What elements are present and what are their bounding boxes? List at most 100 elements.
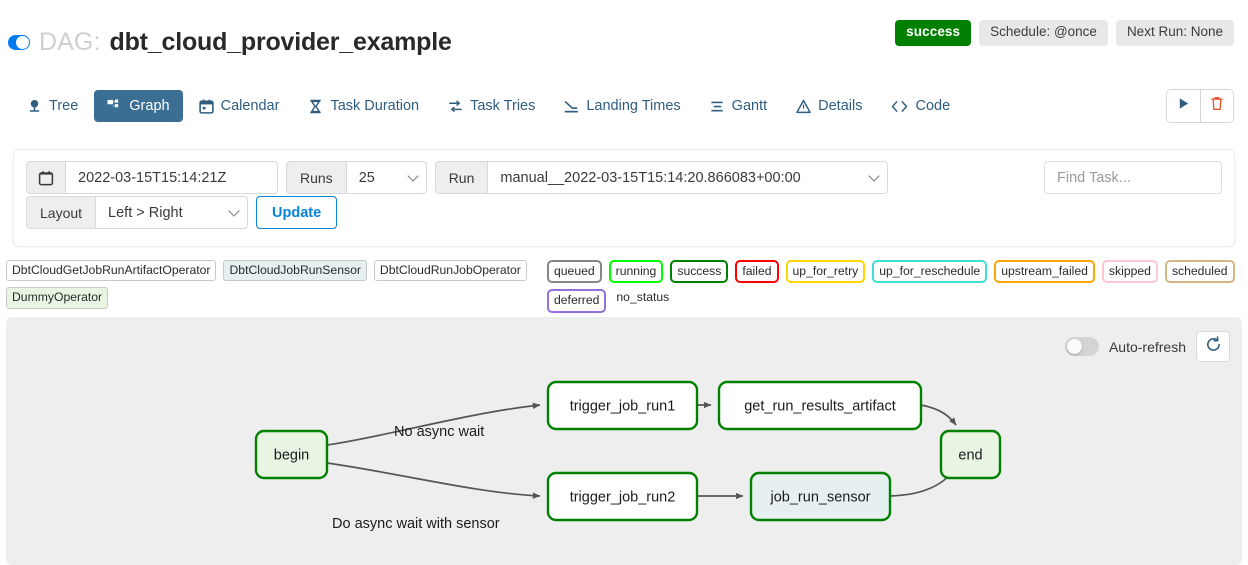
tab-tree[interactable]: Tree xyxy=(14,90,91,122)
legend-state-running[interactable]: running xyxy=(608,260,664,284)
legend-states: queued running success failed up_for_ret… xyxy=(547,260,1245,313)
tab-task-duration[interactable]: Task Duration xyxy=(295,90,432,122)
dag-graph[interactable]: No async wait Do async wait with sensor … xyxy=(6,317,1242,565)
edge-begin-to-trigger1 xyxy=(326,402,541,446)
page-header: DAG: dbt_cloud_provider_example success … xyxy=(0,0,1248,72)
tab-label: Calendar xyxy=(220,98,280,114)
node-trigger-job-run2[interactable]: trigger_job_run2 xyxy=(546,471,699,522)
node-get-run-results-artifact[interactable]: get_run_results_artifact xyxy=(717,380,923,431)
legend-operator[interactable]: DbtCloudGetJobRunArtifactOperator xyxy=(6,260,217,282)
auto-refresh-label: Auto-refresh xyxy=(1108,338,1186,355)
graph-canvas-panel: Auto-refresh xyxy=(6,317,1242,565)
tab-code[interactable]: Code xyxy=(878,90,963,122)
tree-icon xyxy=(27,99,42,114)
legend-state-up-for-reschedule[interactable]: up_for_reschedule xyxy=(872,260,988,284)
update-button[interactable]: Update xyxy=(256,196,338,229)
edge-artifact-to-end xyxy=(920,404,957,426)
node-end[interactable]: end xyxy=(939,429,1002,480)
node-label: trigger_job_run1 xyxy=(570,399,676,415)
node-label: get_run_results_artifact xyxy=(744,399,896,415)
legend-state-failed[interactable]: failed xyxy=(735,260,779,284)
tab-label: Details xyxy=(818,98,863,114)
base-date-input[interactable]: 2022-03-15T15:14:21Z xyxy=(66,161,278,194)
legend-operator[interactable]: DummyOperator xyxy=(6,287,109,309)
node-label: end xyxy=(958,448,982,464)
run-select[interactable]: manual__2022-03-15T15:14:20.866083+00:00 xyxy=(488,161,889,194)
tab-details[interactable]: Details xyxy=(783,90,875,122)
play-icon xyxy=(1177,97,1190,115)
trigger-dag-button[interactable] xyxy=(1167,90,1200,122)
tab-task-tries[interactable]: Task Tries xyxy=(435,90,548,122)
edge-label-no-async-wait: No async wait xyxy=(394,424,484,440)
legend-operator[interactable]: DbtCloudRunJobOperator xyxy=(373,260,527,282)
tab-label: Tree xyxy=(49,98,79,114)
dag-title: DAG: dbt_cloud_provider_example xyxy=(8,28,452,57)
legend-state-deferred[interactable]: deferred xyxy=(547,289,607,313)
legend: DbtCloudGetJobRunArtifactOperator DbtClo… xyxy=(0,256,1248,313)
base-date-group: 2022-03-15T15:14:21Z xyxy=(26,161,278,194)
page-title: dbt_cloud_provider_example xyxy=(109,28,452,56)
graph-nodes: begin trigger_job_run1 get_run_results_a… xyxy=(254,380,1002,522)
legend-state-skipped[interactable]: skipped xyxy=(1101,260,1158,284)
tab-calendar[interactable]: Calendar xyxy=(186,90,293,122)
legend-state-scheduled[interactable]: scheduled xyxy=(1164,260,1235,284)
runs-label: Runs xyxy=(286,161,347,194)
graph-edge-labels: No async wait Do async wait with sensor xyxy=(332,424,500,532)
dag-pause-toggle[interactable] xyxy=(8,35,30,50)
node-trigger-job-run1[interactable]: trigger_job_run1 xyxy=(546,380,699,431)
run-label: Run xyxy=(434,161,489,194)
tab-gantt[interactable]: Gantt xyxy=(697,90,780,122)
node-job-run-sensor[interactable]: job_run_sensor xyxy=(749,471,892,522)
runs-select[interactable]: 25 xyxy=(346,161,427,194)
tab-label: Task Tries xyxy=(470,98,536,114)
hourglass-icon xyxy=(308,99,323,114)
node-label: begin xyxy=(274,448,309,464)
tab-label: Code xyxy=(915,98,951,114)
tab-graph[interactable]: Graph xyxy=(94,90,183,122)
node-label: job_run_sensor xyxy=(770,490,871,506)
layout-label: Layout xyxy=(26,196,97,229)
schedule-badge[interactable]: Schedule: @once xyxy=(979,20,1108,46)
auto-refresh-toggle[interactable] xyxy=(1064,337,1099,356)
legend-state-upstream-failed[interactable]: upstream_failed xyxy=(994,260,1095,284)
tab-label: Graph xyxy=(129,98,170,114)
layout-group: Layout Left > Right xyxy=(26,196,249,229)
header-badges: success Schedule: @once Next Run: None xyxy=(895,20,1234,46)
retry-icon xyxy=(448,99,463,114)
legend-operators: DbtCloudGetJobRunArtifactOperator DbtClo… xyxy=(6,260,536,309)
refresh-icon xyxy=(1205,335,1222,358)
next-run-badge[interactable]: Next Run: None xyxy=(1115,20,1234,46)
legend-operator[interactable]: DbtCloudJobRunSensor xyxy=(223,260,367,282)
tab-label: Task Duration xyxy=(330,98,420,114)
calendar-icon[interactable] xyxy=(26,161,66,194)
edge-label-do-async-wait: Do async wait with sensor xyxy=(332,516,500,532)
graph-icon xyxy=(107,98,122,114)
filter-row-secondary: Layout Left > Right Update xyxy=(26,196,338,229)
legend-state-no-status: no_status xyxy=(616,290,670,305)
runs-group: Runs 25 xyxy=(286,161,427,194)
delete-dag-button[interactable] xyxy=(1200,90,1233,122)
view-tabs: Tree Graph Calendar Task Duration Task T xyxy=(0,82,1248,130)
node-begin[interactable]: begin xyxy=(254,429,329,480)
legend-state-queued[interactable]: queued xyxy=(547,260,602,284)
tab-landing-times[interactable]: Landing Times xyxy=(551,90,693,122)
tab-label: Gantt xyxy=(731,98,768,114)
tab-label: Landing Times xyxy=(586,98,681,114)
gantt-icon xyxy=(710,99,725,114)
run-group: Run manual__2022-03-15T15:14:20.866083+0… xyxy=(434,161,889,194)
find-task-input[interactable]: Find Task... xyxy=(1044,161,1222,194)
status-badge: success xyxy=(895,20,972,46)
landing-icon xyxy=(564,99,579,114)
graph-edges xyxy=(326,401,957,500)
node-label: trigger_job_run2 xyxy=(570,490,676,506)
legend-state-up-for-retry[interactable]: up_for_retry xyxy=(785,260,866,284)
edge-begin-to-trigger2 xyxy=(326,462,541,499)
refresh-button[interactable] xyxy=(1196,331,1230,362)
calendar-icon xyxy=(198,99,214,114)
trash-icon xyxy=(1210,96,1224,116)
code-icon xyxy=(891,99,908,114)
legend-state-success[interactable]: success xyxy=(670,260,729,284)
layout-select[interactable]: Left > Right xyxy=(96,196,249,229)
filter-row-primary: 2022-03-15T15:14:21Z Runs 25 Run manual_… xyxy=(26,161,889,194)
